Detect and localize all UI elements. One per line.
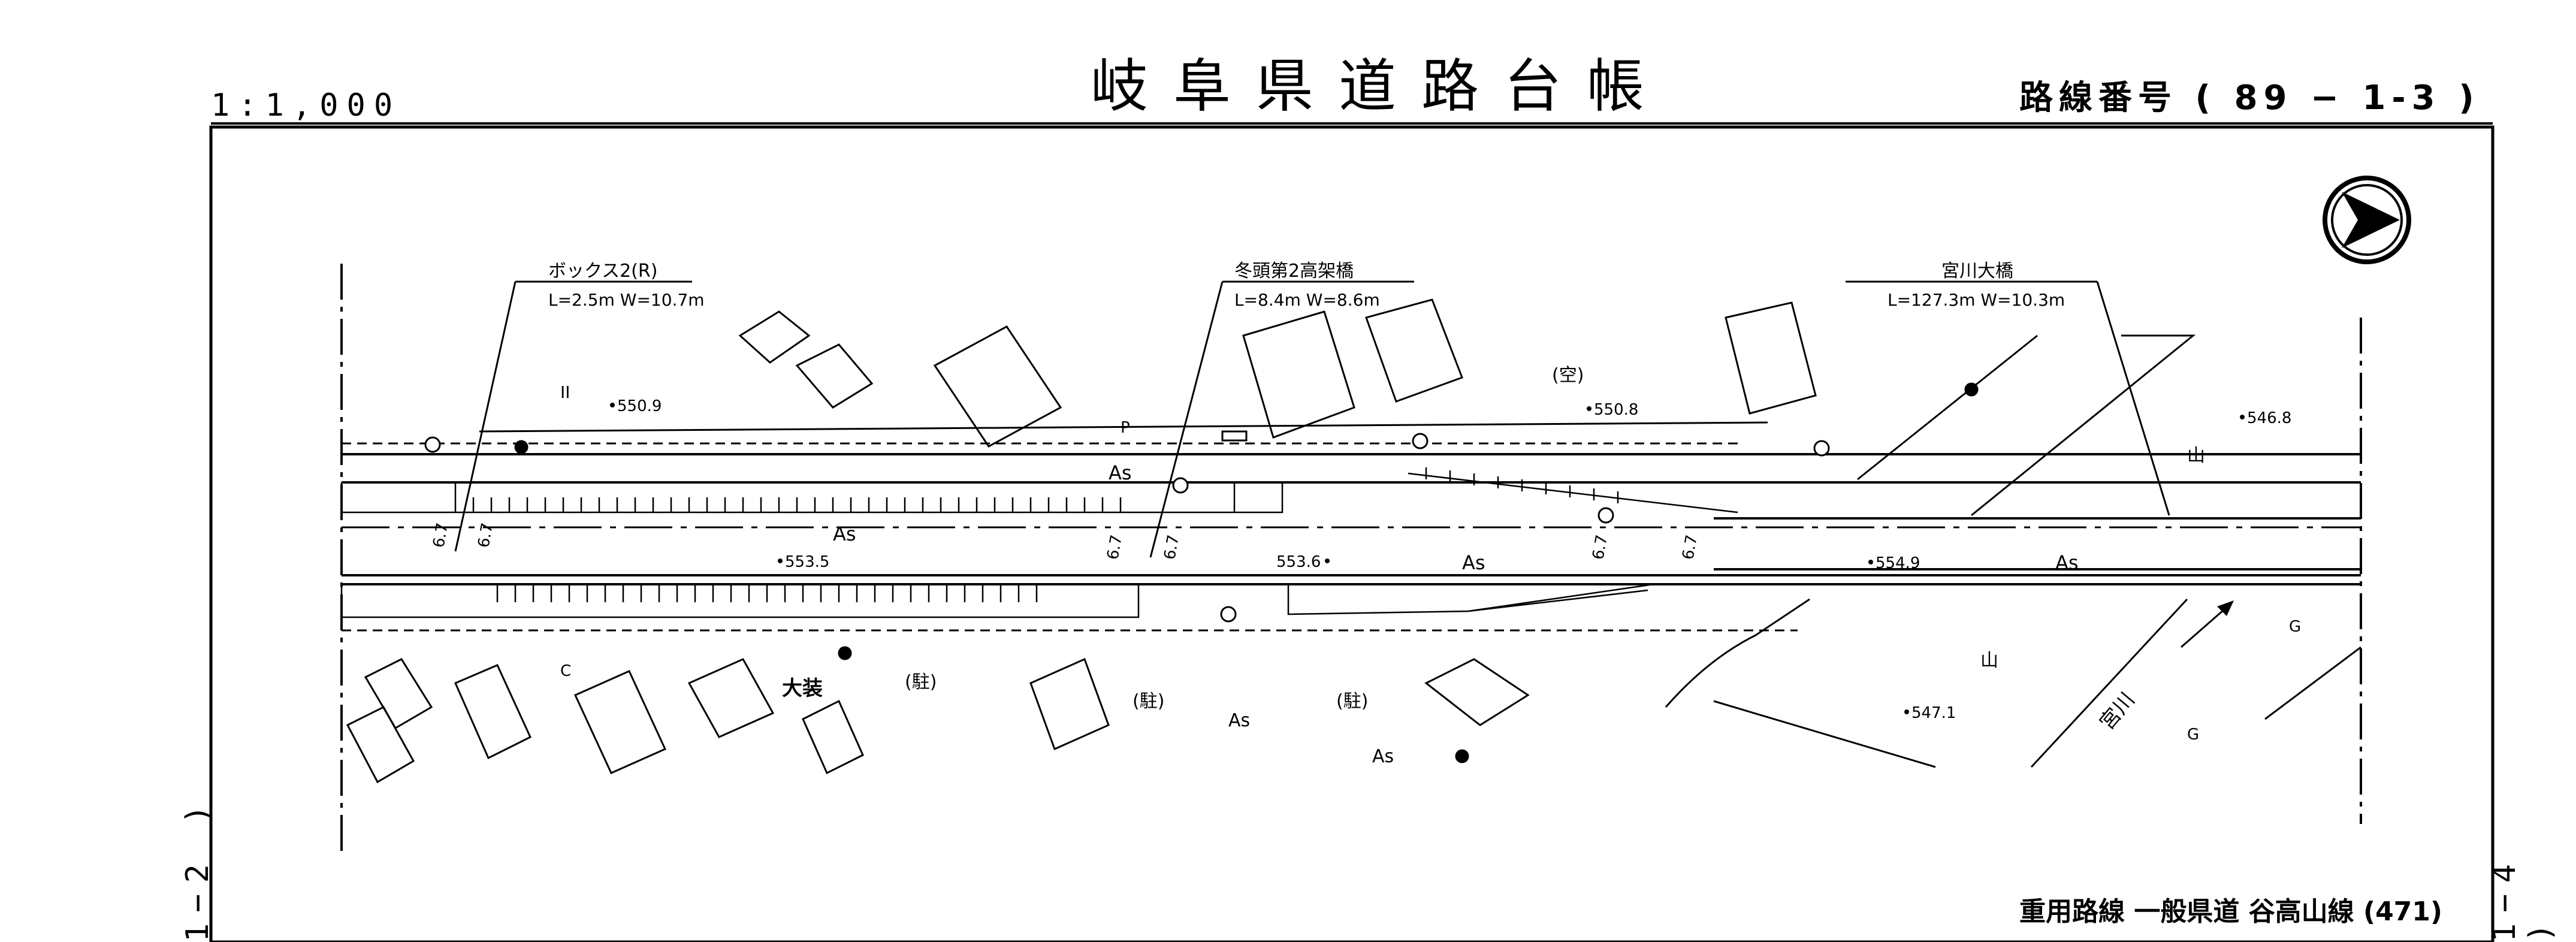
route-number: 路線番号 ( 89 − 1-3 ) (2019, 78, 2480, 117)
width-label: 6.7 (1161, 533, 1183, 561)
slope-hatching-south (340, 583, 1654, 618)
structure-dims: L=8.4m W=8.6m (1234, 290, 1380, 310)
structure-name: ボックス2(R) (548, 261, 657, 282)
width-label: 6.7 (1589, 533, 1611, 561)
land-use-field: II (560, 382, 570, 402)
pavement-label: As (1462, 551, 1485, 574)
slope-hatching-north (340, 467, 1738, 514)
pole-mark: P (1121, 419, 1130, 437)
structure-leaders (454, 280, 2170, 558)
elevation-label: 550.9 (617, 397, 662, 415)
structure-name: 宮川大橋 (1941, 261, 2013, 282)
page-title: 岐阜県道路台帳 (1091, 53, 1669, 120)
land-use-shop: 大装 (782, 677, 823, 701)
land-use-mountain: 山 (1980, 650, 1998, 671)
elevation-label: 547.1 (1911, 704, 1956, 722)
curve-mark: C (560, 662, 571, 680)
width-label: 6.7 (1104, 533, 1126, 561)
land-use-parking: (駐) (1133, 691, 1164, 712)
pavement-label: As (2055, 551, 2079, 574)
width-label: 6.7 (1679, 533, 1701, 561)
pavement-label: As (1228, 710, 1250, 731)
structure-dims: L=2.5m W=10.7m (548, 290, 705, 310)
width-label: 6.7 (430, 521, 452, 549)
width-label: 6.7 (475, 521, 497, 549)
utility-markers (424, 382, 1979, 763)
overlapping-route-label: 重用路線 一般県道 谷高山線 (471) (2019, 896, 2443, 927)
elevation-label: 550.8 (1594, 401, 1638, 419)
land-use-grass: G (2187, 726, 2199, 744)
scale-label: 1:1,000 (211, 87, 401, 123)
elevation-label: 553.5 (785, 553, 829, 571)
buildings-north (738, 298, 1817, 448)
land-use-parking: (駐) (1336, 691, 1368, 712)
land-use-parking: (駐) (905, 672, 937, 693)
bridge-deck (1714, 517, 2361, 570)
drawing-frame (209, 125, 2495, 942)
river-banks (1665, 334, 2361, 768)
structure-name: 冬頭第2高架橋 (1234, 261, 1354, 282)
elevation-label: 554.9 (1876, 554, 1920, 572)
north-arrow-icon (2323, 176, 2411, 264)
pavement-label: As (833, 523, 856, 545)
buildings-south (346, 657, 1530, 784)
land-use-grass: G (2289, 618, 2301, 636)
elevation-label: 553.6 (1276, 553, 1321, 571)
river-name: 宮川 (2095, 688, 2139, 735)
river-flow-arrow (2181, 600, 2234, 648)
land-use-vacant: (空) (1552, 365, 1584, 386)
road-edges (342, 421, 2361, 632)
land-use-mountain: 山 (2187, 445, 2205, 466)
pavement-label: As (1372, 746, 1394, 767)
elevation-points (610, 403, 2245, 714)
elevation-label: 546.8 (2247, 409, 2291, 427)
structure-dims: L=127.3m W=10.3m (1888, 290, 2065, 310)
pavement-label: As (1109, 461, 1132, 484)
